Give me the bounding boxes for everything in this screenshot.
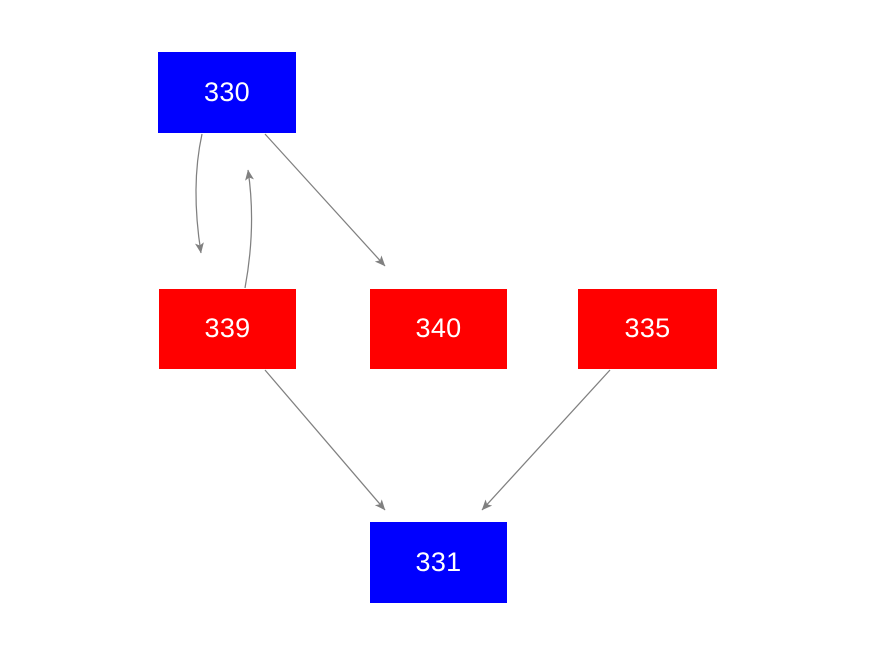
graph-node-339-label: 339 [204, 313, 251, 343]
edge-339-to-331 [264, 369, 386, 511]
edge-339-to-330 [244, 169, 254, 289]
graph-node-331[interactable]: 331 [370, 522, 507, 603]
edges-group [194, 133, 611, 511]
graph-node-340-label: 340 [415, 313, 462, 343]
graph-node-339[interactable]: 339 [159, 289, 296, 369]
graph-node-330[interactable]: 330 [158, 52, 296, 133]
graph-node-331-label: 331 [415, 546, 462, 577]
graph-node-330-label: 330 [204, 76, 250, 107]
graph-node-335-label: 335 [624, 313, 671, 343]
edge-335-to-331 [481, 369, 611, 511]
graph-node-335[interactable]: 335 [578, 289, 717, 369]
graph-node-340[interactable]: 340 [370, 289, 507, 369]
edge-330-to-340 [264, 133, 386, 267]
edge-330-to-339 [194, 133, 204, 254]
